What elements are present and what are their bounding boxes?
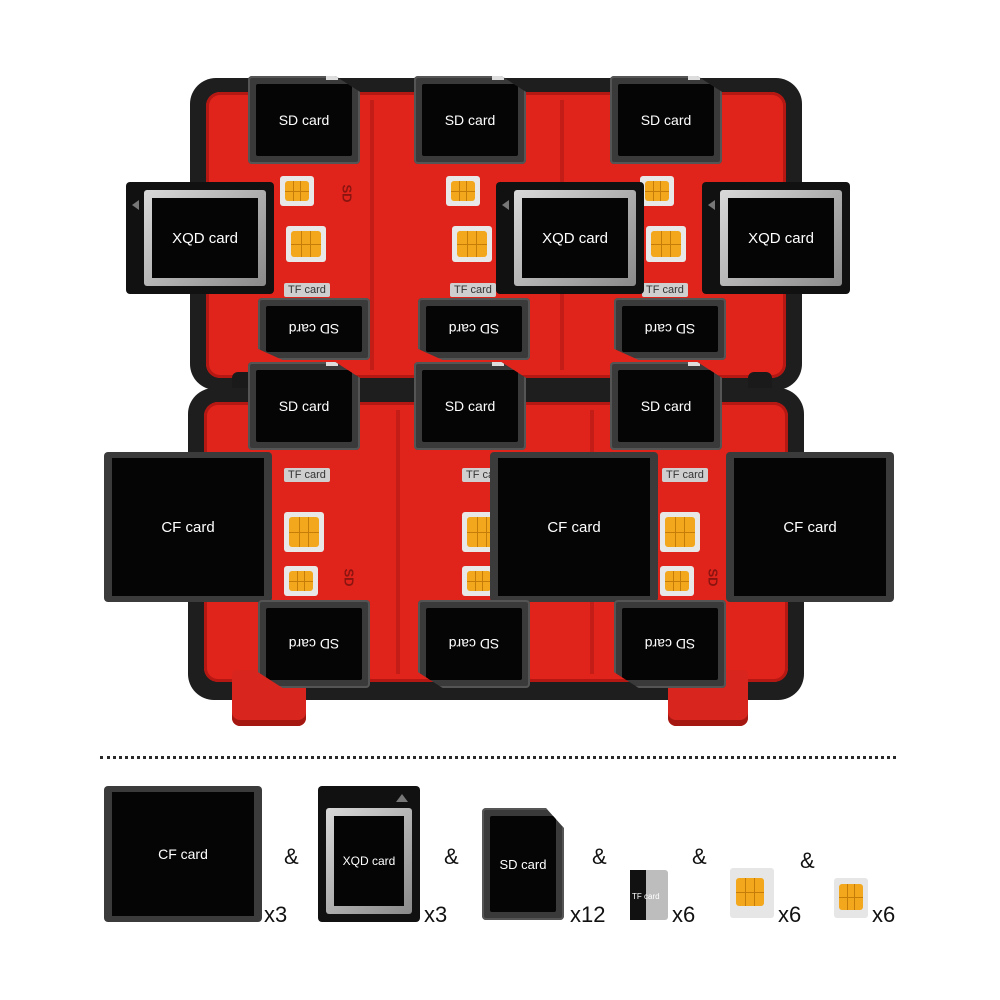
xqd-card: XQD card bbox=[702, 182, 850, 294]
legend-separator: & bbox=[692, 844, 707, 869]
legend-count: x3 bbox=[424, 902, 448, 927]
sd-card: SD card bbox=[614, 600, 726, 688]
sd-card: SD card bbox=[418, 298, 530, 360]
tf-card: TF card bbox=[284, 468, 330, 482]
cf-card: CF card bbox=[726, 452, 894, 602]
sd-card: SD card bbox=[414, 362, 526, 450]
tf-card: TF card bbox=[284, 283, 330, 297]
slot-label: SD bbox=[341, 568, 357, 587]
nano-sim-card bbox=[660, 566, 694, 596]
legend-sd-card: SD card bbox=[482, 808, 564, 920]
sd-card: SD card bbox=[418, 600, 530, 688]
legend-tf-card: TF card bbox=[630, 870, 668, 920]
legend-cf-card: CF card bbox=[104, 786, 262, 922]
sd-card: SD card bbox=[610, 76, 722, 164]
nano-sim-card bbox=[640, 176, 674, 206]
nano-sim-card bbox=[284, 566, 318, 596]
sd-card: SD card bbox=[414, 76, 526, 164]
xqd-card: XQD card bbox=[496, 182, 644, 294]
micro-sim-card bbox=[286, 226, 326, 262]
tf-card: TF card bbox=[662, 468, 708, 482]
micro-sim-card bbox=[284, 512, 324, 552]
xqd-card: XQD card bbox=[126, 182, 274, 294]
cf-card: CF card bbox=[490, 452, 658, 602]
slot-label: SD bbox=[339, 184, 355, 203]
sd-card: SD card bbox=[258, 600, 370, 688]
legend-count: x6 bbox=[872, 902, 896, 927]
micro-sim-card bbox=[646, 226, 686, 262]
tray-rib bbox=[396, 410, 400, 674]
legend-nano-sim-card bbox=[834, 878, 868, 918]
legend-separator: & bbox=[284, 844, 299, 869]
legend-separator: & bbox=[592, 844, 607, 869]
legend-count: x6 bbox=[672, 902, 696, 927]
sd-card: SD card bbox=[248, 362, 360, 450]
dotted-divider bbox=[100, 756, 896, 759]
micro-sim-card bbox=[452, 226, 492, 262]
slot-label: SD bbox=[705, 568, 721, 587]
tray-rib bbox=[370, 100, 374, 370]
nano-sim-card bbox=[446, 176, 480, 206]
tf-card: TF card bbox=[642, 283, 688, 297]
legend-separator: & bbox=[444, 844, 459, 869]
sd-card: SD card bbox=[610, 362, 722, 450]
tf-card: TF card bbox=[450, 283, 496, 297]
legend-xqd-card: XQD card bbox=[318, 786, 420, 922]
legend-count: x6 bbox=[778, 902, 802, 927]
legend-micro-sim-card bbox=[730, 868, 774, 918]
legend-separator: & bbox=[800, 848, 815, 873]
sd-card: SD card bbox=[614, 298, 726, 360]
sd-card: SD card bbox=[258, 298, 370, 360]
nano-sim-card bbox=[280, 176, 314, 206]
cf-card: CF card bbox=[104, 452, 272, 602]
legend-count: x3 bbox=[264, 902, 288, 927]
sd-card: SD card bbox=[248, 76, 360, 164]
micro-sim-card bbox=[660, 512, 700, 552]
legend-count: x12 bbox=[570, 902, 606, 927]
